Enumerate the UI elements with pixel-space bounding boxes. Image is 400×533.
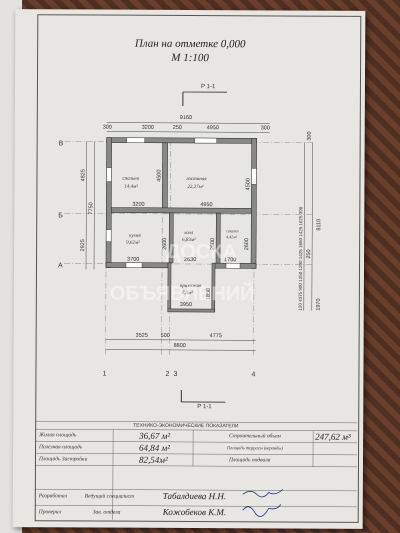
table-row1-label: Жилая площадь xyxy=(39,432,77,439)
table-row1-value: 36,67 м² xyxy=(139,430,171,441)
sign1-role: Разработал xyxy=(38,493,68,500)
drawing-sheet: План на отметке 0,000 М 1:100 Р 1-1 9160… xyxy=(12,9,366,529)
dim-top-left-offset: 300 xyxy=(103,125,112,131)
watermark-line2: ОБЪЯВЛЕНИЙ xyxy=(110,281,255,306)
room-living-name: гостиная xyxy=(186,177,207,182)
axis-row-a: А xyxy=(58,262,63,269)
room-bedroom-area: 14,4м² xyxy=(124,184,138,190)
sign2-name: Кожобеков К.М. xyxy=(162,506,227,518)
dim-top-right-offset: 300 xyxy=(261,125,270,131)
section-label-bottom: Р 1-1 xyxy=(197,404,212,410)
room-bedroom-name: спальня xyxy=(122,177,139,182)
dim-living-h: 4500 xyxy=(245,178,251,190)
dim-kitchen-h: 2600 xyxy=(162,238,168,250)
dim-hall-w: 2630 xyxy=(184,257,196,263)
sign1-name: Табалдиева Н.Н. xyxy=(162,490,227,502)
dim-bath-h: 2600 xyxy=(244,238,250,250)
room-kitchen-name: кухня xyxy=(129,234,141,239)
axis-row-b: Б xyxy=(58,212,63,219)
axis-col-3: 3 xyxy=(173,371,177,378)
axis-row-v: В xyxy=(59,140,64,147)
sign1-post: Ведущий специалист xyxy=(84,493,135,500)
dim-right-v1: 1970 xyxy=(316,298,322,310)
dim-top-room-2: 4950 xyxy=(207,125,219,131)
room-bath-area: 4,42м² xyxy=(226,234,238,240)
dim-bath-w: 1700 xyxy=(224,257,236,263)
room-bath-name: санузел xyxy=(226,228,239,233)
dim-hall-h: 2600 xyxy=(210,238,216,250)
dim-porch-w: 3950 xyxy=(180,302,192,308)
dim-bottom-total: 8800 xyxy=(174,343,186,349)
axis-col-1: 1 xyxy=(102,371,106,378)
room-porch-name: прихожая xyxy=(180,284,202,289)
section-label-top: Р 1-1 xyxy=(201,84,216,90)
dim-right-v2: 250 xyxy=(306,249,312,258)
room-porch-area: 7,3м² xyxy=(182,290,193,296)
dim-top-total: 9160 xyxy=(180,115,192,121)
dim-porch-h: 1850 xyxy=(206,288,212,300)
table-right1-label: Строительный объем xyxy=(229,433,281,440)
dim-right-chain: 120 4375 900 1250 1200 1425 1650 1425 16… xyxy=(298,206,304,310)
room-kitchen-area: 9,62м² xyxy=(126,240,140,246)
table-row3-value: 82,54м² xyxy=(138,454,168,465)
dim-bottom-2: 500 xyxy=(161,333,170,339)
dim-bedroom-w: 3200 xyxy=(132,202,144,208)
sign2-post: Зав. отдела xyxy=(92,509,121,516)
table-right1-value: 247,62 м³ xyxy=(315,431,351,442)
dim-top-room-1: 3200 xyxy=(142,125,154,131)
dim-bedroom-h: 4500 xyxy=(156,170,162,182)
dim-right-v3: 300 xyxy=(307,131,313,140)
dim-top-wall: 250 xyxy=(173,125,182,131)
dim-left-v3: 2925 xyxy=(80,239,86,251)
dim-bottom-1: 3525 xyxy=(136,333,148,339)
table-row3-label: Площадь Застройки xyxy=(38,456,88,463)
sign2-role: Проверил xyxy=(38,509,61,516)
axis-col-2: 2 xyxy=(165,371,169,378)
axis-col-4: 4 xyxy=(251,371,255,378)
table-right3-label: Площадь подвала xyxy=(228,457,271,464)
dim-bottom-3: 4775 xyxy=(210,333,222,339)
watermark-line1: ДОСКА xyxy=(166,241,237,263)
table-heading: ТЕХНИКО-ЭКОНОМИЧЕСКИЕ ПОКАЗАТЕЛИ xyxy=(133,422,239,430)
room-hall-area: 6,83м² xyxy=(182,237,196,243)
table-row2-label: Полезная площадь xyxy=(39,444,83,451)
table-right2-label: Площадь террасы (веранды) xyxy=(227,445,283,451)
dim-living-w: 4950 xyxy=(200,202,212,208)
dim-kitchen-w: 3700 xyxy=(127,257,139,263)
dim-left-v2: 7750 xyxy=(88,202,94,214)
table-row2-value: 64,84 м² xyxy=(139,442,171,453)
dim-right-total: 8110 xyxy=(316,219,322,231)
room-hall-name: холл xyxy=(183,231,193,236)
dim-left-v1: 4825 xyxy=(80,169,86,181)
floor-plan: Р 1-1 9160 300 3200 250 4950 300 В Б А 4… xyxy=(34,84,358,520)
spec-table-grid xyxy=(34,420,358,520)
room-living-area: 22,27м² xyxy=(187,184,203,190)
